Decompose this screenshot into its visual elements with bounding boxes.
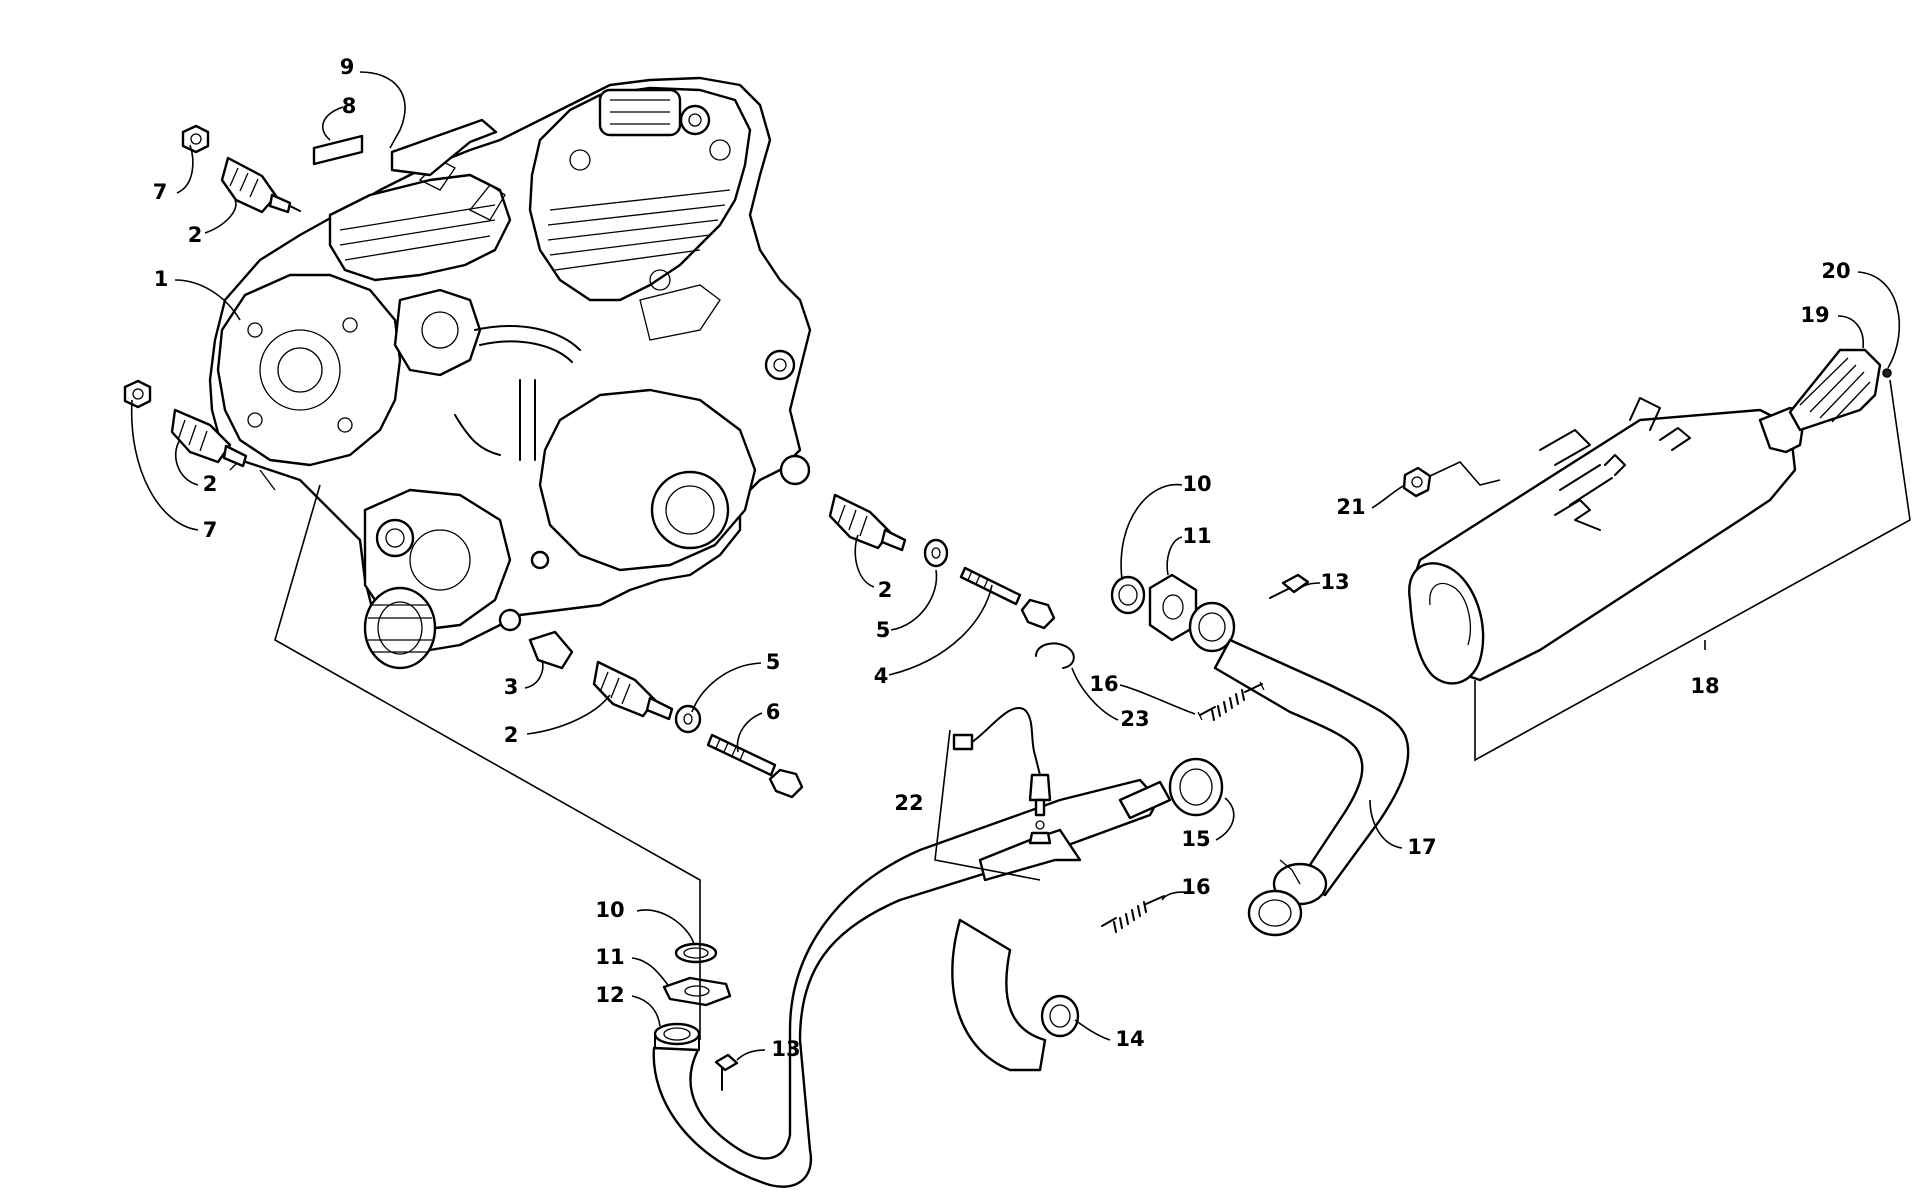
callout-3: 3	[504, 675, 519, 699]
callout-2: 2	[878, 578, 893, 602]
screw-lower[interactable]	[714, 1053, 739, 1091]
callout-15: 15	[1181, 827, 1210, 851]
callout-16: 16	[1089, 672, 1118, 696]
leader-lines	[130, 71, 1911, 1061]
callout-12: 12	[595, 983, 624, 1007]
callout-5: 5	[876, 618, 891, 642]
screw-arrestor[interactable]	[1882, 368, 1892, 378]
callout-13: 13	[771, 1037, 800, 1061]
callout-20: 20	[1821, 259, 1850, 283]
oxygen-sensor[interactable]	[952, 707, 1052, 845]
bolt-lower[interactable]	[706, 733, 804, 799]
callout-21: 21	[1336, 495, 1365, 519]
decal-small[interactable]	[312, 134, 364, 166]
callout-10: 10	[595, 898, 624, 922]
washer-lower[interactable]	[674, 704, 702, 734]
callout-4: 4	[874, 664, 889, 688]
callout-2: 2	[504, 723, 519, 747]
callout-6: 6	[766, 700, 781, 724]
callout-22: 22	[894, 791, 923, 815]
slip-joint-ring[interactable]	[1247, 889, 1303, 937]
gasket-upper[interactable]	[1110, 575, 1146, 615]
bushing-lower-left[interactable]	[170, 408, 248, 468]
spacer-lower[interactable]	[528, 630, 574, 670]
engine-assembly[interactable]	[208, 76, 812, 670]
callout-17: 17	[1407, 835, 1436, 859]
spark-arrestor[interactable]	[1788, 348, 1882, 432]
callout-11: 11	[1182, 524, 1211, 548]
rear-head-pipe[interactable]	[1188, 601, 1410, 906]
callout-8: 8	[342, 94, 357, 118]
spring-upper[interactable]	[1197, 681, 1265, 721]
screw-upper[interactable]	[1269, 573, 1310, 599]
coupler-lower[interactable]	[1040, 994, 1080, 1038]
front-head-pipe[interactable]	[652, 778, 1172, 1188]
coupler-upper[interactable]	[1168, 757, 1224, 817]
callout-2: 2	[203, 472, 218, 496]
muffler[interactable]	[1408, 397, 1807, 685]
bushing-upper-left[interactable]	[220, 156, 301, 214]
bushing-lower[interactable]	[592, 660, 674, 721]
callout-18: 18	[1690, 674, 1719, 698]
callout-9: 9	[340, 55, 355, 79]
callout-14: 14	[1115, 1027, 1144, 1051]
callout-7: 7	[153, 180, 168, 204]
callout-labels: 9 8 7 2 1 2 7 2 5 4 3 2 5 6 10 11 13 16 …	[153, 55, 1851, 1061]
decal-large[interactable]	[390, 118, 498, 177]
spring-lower[interactable]	[1101, 895, 1165, 933]
bushing-right[interactable]	[828, 493, 907, 552]
nut-lower-left[interactable]	[123, 379, 152, 409]
callout-1: 1	[154, 267, 169, 291]
callout-16: 16	[1181, 875, 1210, 899]
nut-upper-left[interactable]	[181, 124, 210, 154]
washer-right[interactable]	[923, 538, 949, 568]
callout-10: 10	[1182, 472, 1211, 496]
callout-11: 11	[595, 945, 624, 969]
callout-7: 7	[203, 518, 218, 542]
callout-2: 2	[188, 223, 203, 247]
callout-5: 5	[766, 650, 781, 674]
callout-19: 19	[1800, 303, 1829, 327]
retaining-ring[interactable]	[1035, 642, 1075, 669]
callout-23: 23	[1120, 707, 1149, 731]
callout-13: 13	[1320, 570, 1349, 594]
bolt-right[interactable]	[959, 566, 1056, 630]
grommet[interactable]	[1402, 466, 1432, 498]
